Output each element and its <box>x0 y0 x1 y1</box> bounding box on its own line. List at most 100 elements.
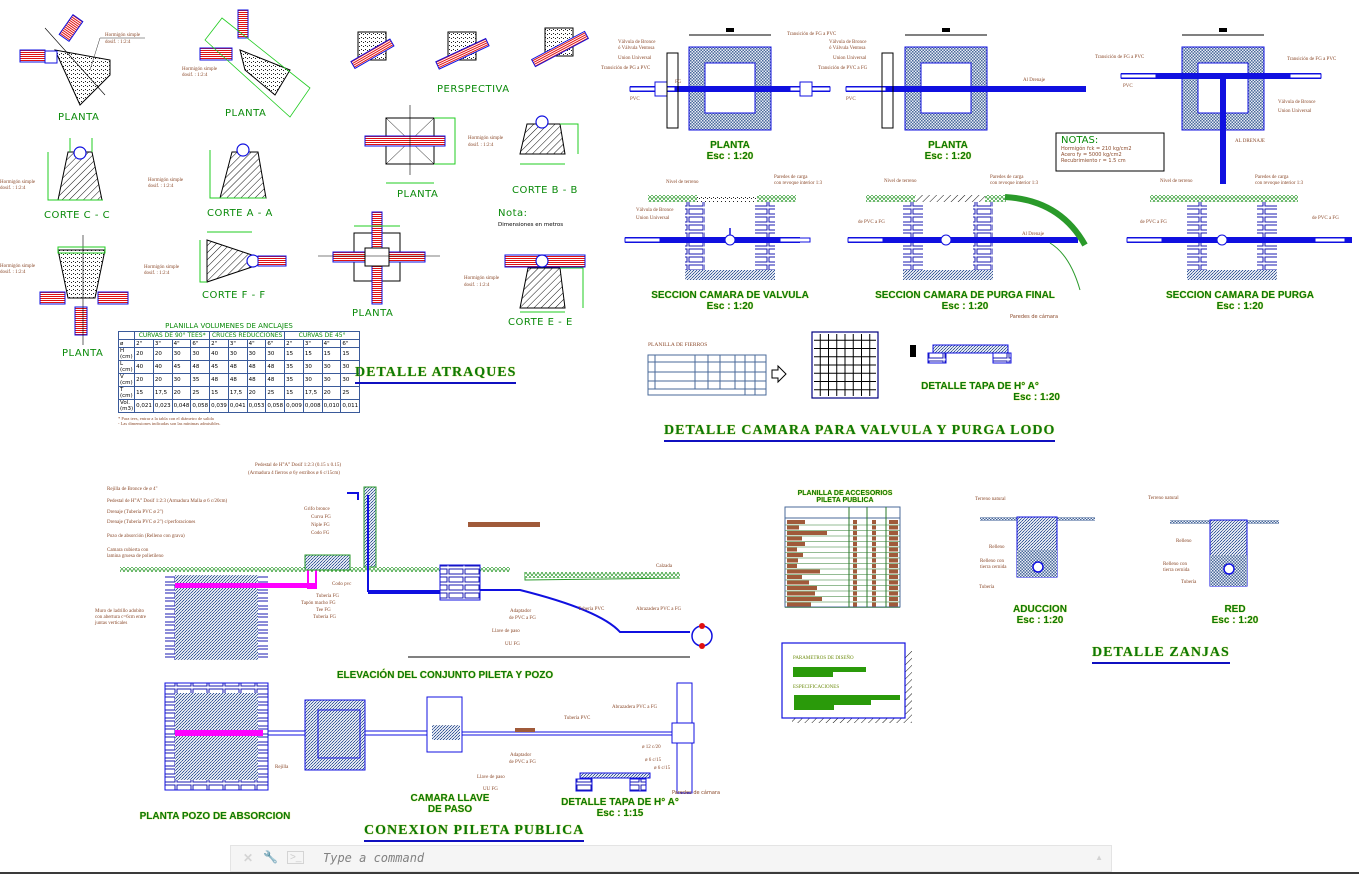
accessory-row-value <box>889 542 898 546</box>
anclaje-corte-bb <box>519 115 579 165</box>
callout-drenaje-1: Drenaje (Tubería PVC ø 2") <box>107 510 164 515</box>
callout-paredes-3b: con revoque interior 1:3 <box>1255 181 1304 186</box>
callout-valvula-ventosa-2: ó Válvula Ventosa <box>829 46 866 51</box>
callout-codo: Codo FG <box>311 531 330 536</box>
label-corte-bb: CORTE B - B <box>512 185 578 196</box>
callout-pozo: Pozo de absorción (Relleno con grava) <box>107 534 185 539</box>
callout-pedestal-top-1: Pedestal de H°A° Dosif 1:2:3 (0.15 x 0.1… <box>255 463 342 468</box>
accessory-row-value <box>872 586 876 590</box>
zanja-aduccion <box>980 516 1095 578</box>
vol-cell: 25 <box>340 386 361 400</box>
vol-cell: 17,5 <box>152 386 173 400</box>
accessory-row-value <box>889 547 898 552</box>
accessory-row-value <box>872 531 876 535</box>
parametros-title-2: ESPECIFICACIONES <box>793 685 840 690</box>
accessory-row-text <box>787 531 827 535</box>
callout-paredes-1b: con revoque interior 1:3 <box>774 181 823 186</box>
notas-line-3: Recubrimiento r = 1.5 cm <box>1061 158 1126 164</box>
vol-group-2: CRUCES REDUCCIONES <box>209 331 286 340</box>
tapa-pileta-label: DETALLE TAPA DE H° A°Esc : 1:15 <box>561 797 679 819</box>
callout-tuberia-1: Tubería <box>979 585 995 590</box>
planilla-accesorios-table <box>784 506 901 608</box>
callout-paredes-camara: Paredes de cámara <box>1010 314 1059 320</box>
vol-cell: 25 <box>265 386 286 400</box>
callout-al-drenaje-3: Al Drenaje <box>1022 232 1045 237</box>
callout-union: Union Universal <box>618 56 652 61</box>
accessory-row-value <box>889 536 898 541</box>
callout-llave-paso-2: Llave de paso <box>477 775 505 780</box>
accessory-row-value <box>889 564 898 568</box>
label-corte-ee: CORTE E - E <box>508 317 573 328</box>
callout-uu-fg: UU FG <box>505 642 520 647</box>
vol-cell: 35 <box>284 373 304 387</box>
callout-union-3: Union Universal <box>1278 109 1312 114</box>
wrench-icon[interactable]: 🔧 <box>263 850 278 864</box>
vol-cell: 40 <box>134 360 154 374</box>
accessory-row-value <box>889 531 898 535</box>
nota-title: Nota: <box>498 208 528 219</box>
callout-valvula-ventosa: ó Válvula Ventosa <box>618 46 655 51</box>
callout-pedestal-top-2: (Armadura 4 fierros ø 6y estribos ø 6 c/… <box>248 471 340 476</box>
callout-valvula-3: Válvula de Bronce <box>1278 100 1316 105</box>
accessory-row-text <box>787 586 817 590</box>
callout-rejilla-short: Rejilla <box>275 765 289 770</box>
elevacion-pileta-pozo <box>120 486 713 660</box>
callout-tuberia-fg: Tubería FG <box>316 594 340 599</box>
callout-tuberia-fg-2: Tubería FG <box>313 615 337 620</box>
accessory-row-value <box>853 586 857 590</box>
vol-cell: 30 <box>321 373 342 387</box>
accessory-row-value <box>853 602 857 607</box>
notas-line-2: Acero fy = 5000 kg/cm2 <box>1061 152 1122 158</box>
callout-calzada: Calzada <box>656 564 673 569</box>
accessory-row-value <box>853 597 857 601</box>
expand-up-icon[interactable]: ▲ <box>1095 853 1103 862</box>
accessory-row-value <box>853 525 857 530</box>
vol-cell: 30 <box>265 347 286 361</box>
concrete-note-2: Hormigón simple <box>182 67 218 72</box>
accessory-row-value <box>872 525 876 530</box>
callout-tuberia-pvc: Tubería PVC <box>578 607 605 612</box>
vol-cell: 0,048 <box>171 399 192 413</box>
vol-cell: 0,041 <box>227 399 248 413</box>
concrete-note-6: Hormigón simple <box>0 264 36 269</box>
vol-header-empty <box>117 331 136 340</box>
vol-cell: 30 <box>321 360 342 374</box>
callout-transicion-2: Transición de FG a PVC <box>787 32 837 37</box>
label-planta-4: PLANTA <box>62 348 104 359</box>
vol-diameter-cell: 3" <box>302 339 323 348</box>
vol-row-label: Vol. (m3) <box>117 399 136 413</box>
vol-cell: 17,5 <box>302 386 323 400</box>
accessory-row-value <box>853 536 857 541</box>
vol-diameter-cell: 4" <box>321 339 342 348</box>
accessory-row-text <box>787 553 803 557</box>
planta-pozo-absorcion <box>164 682 695 794</box>
vol-diameter-cell: 4" <box>246 339 267 348</box>
close-icon[interactable]: ✕ <box>243 851 254 865</box>
anclaje-planta-f <box>39 235 129 345</box>
vol-cell: 15 <box>302 347 323 361</box>
callout-terreno-1: Terreno natural <box>975 497 1006 502</box>
vol-cell: 20 <box>246 386 267 400</box>
label-planta-5: PLANTA <box>352 308 394 319</box>
elevacion-label: ELEVACIÓN DEL CONJUNTO PILETA Y POZO <box>336 670 554 681</box>
vol-cell: 45 <box>209 360 229 374</box>
accessory-row-text <box>787 547 797 552</box>
tapa-armadura-grid <box>811 331 879 399</box>
vol-cell: 20 <box>152 347 173 361</box>
vol-cell: 15 <box>340 347 361 361</box>
callout-paredes-1: Paredes de carga <box>774 175 808 180</box>
concrete-note-8b: dosif. : 1:2:4 <box>464 283 490 288</box>
callout-uu-fg-2: UU FG <box>483 787 498 792</box>
vol-row-label: L (cm) <box>117 360 136 374</box>
concrete-note-8: Hormigón simple <box>464 276 500 281</box>
callout-pvc-3: PVC <box>1123 84 1133 89</box>
planilla-volumenes-title: PLANILLA VOLUMENES DE ANCLAJES <box>165 322 293 330</box>
command-prompt-icon[interactable]: >_ <box>287 851 305 864</box>
vol-diameter-cell: 2" <box>284 339 304 348</box>
title-conexion-pileta: CONEXION PILETA PUBLICA <box>364 823 585 842</box>
notas-box <box>1055 132 1165 172</box>
concrete-note-5: Hormigón simple <box>468 136 504 141</box>
command-input[interactable] <box>321 850 1025 866</box>
